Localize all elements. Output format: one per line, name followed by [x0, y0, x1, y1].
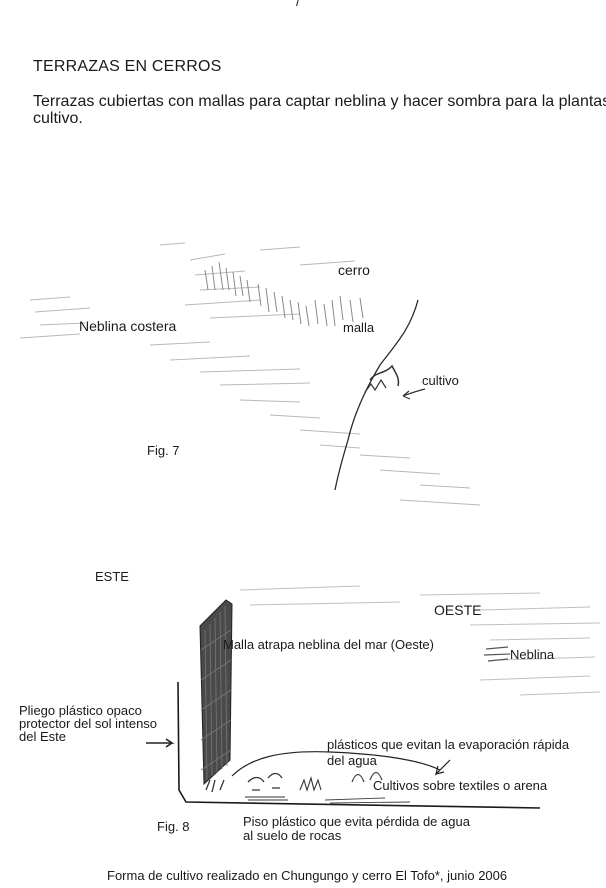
- label-malla: malla: [343, 320, 374, 335]
- fog-strokes: [20, 243, 480, 505]
- label-pliego: Pliego plástico opaco protector del sol …: [19, 704, 157, 743]
- label-plasticos-2: del agua: [327, 753, 377, 768]
- label-neblina-costera: Neblina costera: [79, 318, 176, 334]
- label-neblina: Neblina: [510, 647, 554, 662]
- fig8-caption: Fig. 8: [157, 819, 190, 834]
- label-cultivos: Cultivos sobre textiles o arena: [373, 778, 547, 793]
- grass-plants: [300, 778, 321, 790]
- fig7-sketch: [0, 0, 606, 540]
- neblina-marks: [484, 647, 510, 661]
- footer-caption: Forma de cultivo realizado en Chungungo …: [107, 868, 507, 883]
- seed-rows: [245, 797, 288, 800]
- pliego-line-3: del Este: [19, 730, 157, 743]
- label-cerro: cerro: [338, 262, 370, 278]
- textile-rows: [325, 798, 410, 803]
- base-plants: [206, 780, 224, 792]
- malla-panel-grid: [201, 606, 231, 780]
- cultivo-plants: [370, 366, 398, 386]
- label-este: ESTE: [95, 569, 129, 584]
- malla-panel: [200, 600, 232, 784]
- label-malla-atrapa: Malla atrapa neblina del mar (Oeste): [223, 637, 434, 652]
- plasticos-arrow: [436, 760, 450, 774]
- label-piso-1: Piso plástico que evita pérdida de agua: [243, 814, 470, 829]
- fig7-caption: Fig. 7: [147, 443, 180, 458]
- cultivo-arrow: [403, 389, 425, 399]
- label-plasticos-1: plásticos que evitan la evaporación rápi…: [327, 737, 569, 752]
- label-piso-2: al suelo de rocas: [243, 828, 341, 843]
- label-oeste: OESTE: [434, 602, 481, 618]
- sprout-plants: [248, 774, 282, 791]
- label-cultivo: cultivo: [422, 373, 459, 388]
